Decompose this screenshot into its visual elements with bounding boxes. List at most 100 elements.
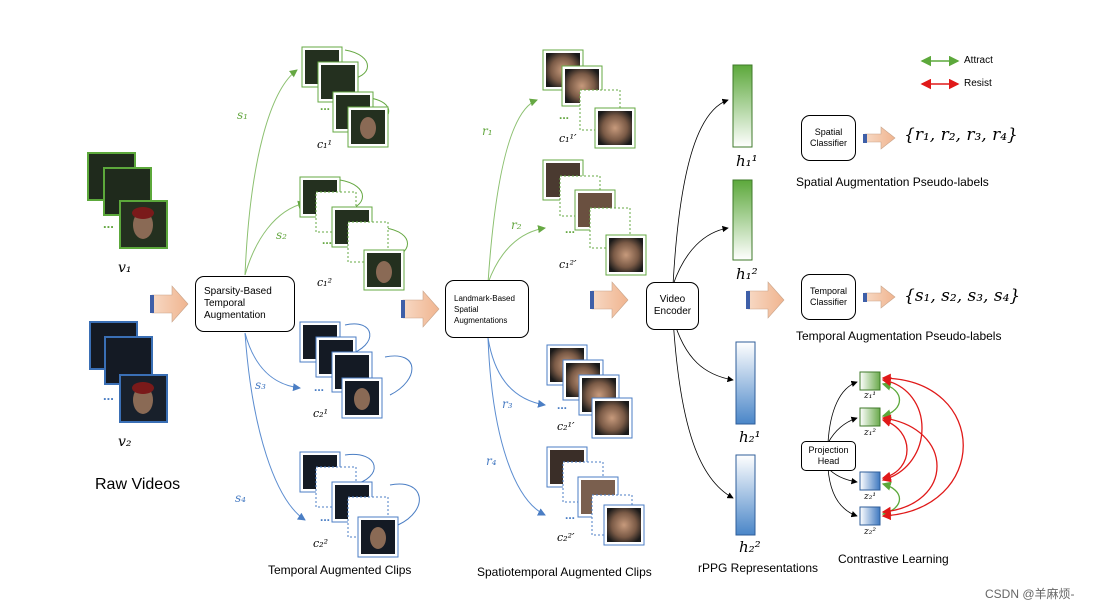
head-to-z22 <box>827 467 858 518</box>
spatial-clip-c22: c₂²′ <box>557 531 575 544</box>
temporal-clip-c21: c₂¹ <box>313 407 328 420</box>
temporal-clip-c12: c₁² <box>317 276 332 289</box>
branch-r1 <box>487 98 538 284</box>
sparsity-augmentation-box: Sparsity-Based Temporal Augmentation <box>195 276 295 332</box>
spatial-label-arrow <box>864 126 896 150</box>
h22-label: h₂² <box>739 538 761 556</box>
z12-label: z₁² <box>864 428 876 438</box>
resist-arc-z11-z22 <box>881 373 964 521</box>
temporal-label-s3: s₃ <box>255 378 266 392</box>
to-encoder-arrow <box>591 281 629 319</box>
h21-label: h₂¹ <box>739 428 761 446</box>
c22-ellipsis: ... <box>320 510 331 524</box>
spatial-clip-stack-c21 <box>546 344 633 439</box>
z22-label: z₂² <box>864 527 876 537</box>
h12-bar <box>732 179 753 261</box>
c11-ellipsis: ... <box>320 99 331 113</box>
z21-box <box>859 471 881 491</box>
temporal-clip-c22: c₂² <box>313 537 328 550</box>
spatial-label-r1: r₁ <box>482 124 493 138</box>
clip-stack-c11 <box>301 46 390 148</box>
input-arrow <box>151 285 189 323</box>
spatial-clip-stack-c22 <box>546 446 645 546</box>
sc12-ellipsis: ... <box>565 222 576 236</box>
spatial-clip-c11: c₁¹′ <box>559 132 577 145</box>
h11-bar <box>732 64 753 148</box>
temporal-clips-caption: Temporal Augmented Clips <box>268 563 412 577</box>
spatial-pseudo-label-set: {r₁, r₂, r₃, r₄} <box>904 125 1018 145</box>
resist-legend-label: Resist <box>964 78 992 89</box>
h22-bar <box>735 454 756 536</box>
sc21-ellipsis: ... <box>557 398 568 412</box>
raw-videos-caption: Raw Videos <box>95 476 181 493</box>
z22-box <box>859 506 881 526</box>
v2-label: v₂ <box>118 434 132 450</box>
spatial-clip-stack-c11 <box>542 49 636 149</box>
temporal-label-s1: s₁ <box>237 108 248 122</box>
projection-head-box: Projection Head <box>801 441 856 471</box>
clip-stack-c22 <box>299 451 420 558</box>
projection-head-label: Projection Head <box>808 445 849 466</box>
branch-s4 <box>244 332 306 521</box>
v2-ellipsis: ... <box>103 388 114 403</box>
landmark-augmentation-box: Landmark-Based Spatial Augmentations <box>445 280 529 338</box>
temporal-pseudo-label-set: {s₁, s₂, s₃, s₄} <box>904 286 1021 306</box>
clip-stack-c21 <box>299 321 413 419</box>
sc11-ellipsis: ... <box>559 108 570 122</box>
spatial-clip-c21: c₂¹′ <box>557 420 575 433</box>
spatiotemporal-clips-caption: Spatiotemporal Augmented Clips <box>477 565 652 579</box>
spatial-clip-c12: c₁²′ <box>559 258 577 271</box>
z12-box <box>859 407 881 427</box>
encoder-to-h11 <box>672 98 729 286</box>
spatial-classifier-box: Spatial Classifier <box>801 115 856 161</box>
encoder-to-h22 <box>672 317 734 499</box>
spatial-label-r3: r₃ <box>502 397 513 411</box>
h12-label: h₁² <box>736 265 758 283</box>
attract-legend-label: Attract <box>964 55 993 66</box>
resist-arc-z12-z21 <box>881 417 908 481</box>
temporal-label-s2: s₂ <box>276 228 287 242</box>
resist-arc-z12-z22 <box>881 414 938 516</box>
encoder-to-h12 <box>672 225 729 286</box>
z11-label: z₁¹ <box>864 391 876 401</box>
sparsity-augmentation-label: Sparsity-Based Temporal Augmentation <box>204 286 272 321</box>
h11-label: h₁¹ <box>736 152 758 170</box>
h21-bar <box>735 341 756 425</box>
watermark: CSDN @羊麻烦- <box>985 587 1075 601</box>
temporal-classifier-label: Temporal Classifier <box>809 286 847 307</box>
branch-s3 <box>244 332 301 392</box>
spatial-label-r2: r₂ <box>511 218 522 232</box>
attract-arc-z1 <box>881 381 900 419</box>
spatial-pseudo-label-caption: Spatial Augmentation Pseudo-labels <box>796 175 989 189</box>
contrastive-caption: Contrastive Learning <box>838 552 949 566</box>
spatial-label-r4: r₄ <box>486 454 497 468</box>
z21-label: z₂¹ <box>864 492 876 502</box>
landmark-augmentation-label: Landmark-Based Spatial Augmentations <box>454 293 515 325</box>
c21-ellipsis: ... <box>314 380 325 394</box>
branch-r2 <box>487 225 546 284</box>
temporal-label-s4: s₄ <box>235 491 246 505</box>
video-encoder-box: Video Encoder <box>646 282 699 330</box>
raw-video-stack-v2 <box>89 321 168 423</box>
temporal-pseudo-label-caption: Temporal Augmentation Pseudo-labels <box>796 329 1002 343</box>
c12-ellipsis: ... <box>322 233 333 247</box>
spatial-clip-stack-c12 <box>542 159 647 276</box>
temporal-to-spatial-arrow <box>402 290 440 328</box>
spatial-classifier-label: Spatial Classifier <box>809 127 847 148</box>
temporal-classifier-box: Temporal Classifier <box>801 274 856 320</box>
resist-arc-z11-z21 <box>881 377 923 483</box>
branch-r4 <box>487 337 546 516</box>
raw-video-stack-v1 <box>87 152 168 249</box>
z11-box <box>859 371 881 391</box>
v1-label: v₁ <box>118 260 132 276</box>
clip-stack-c12 <box>299 176 408 291</box>
temporal-clip-c11: c₁¹ <box>317 138 332 151</box>
video-encoder-label: Video Encoder <box>653 294 692 317</box>
rppg-caption: rPPG Representations <box>698 561 819 575</box>
v1-ellipsis: ... <box>103 216 114 231</box>
head-to-z12 <box>827 416 858 444</box>
sc22-ellipsis: ... <box>565 508 576 522</box>
temporal-label-arrow <box>864 285 896 309</box>
branch-s1 <box>244 69 298 276</box>
